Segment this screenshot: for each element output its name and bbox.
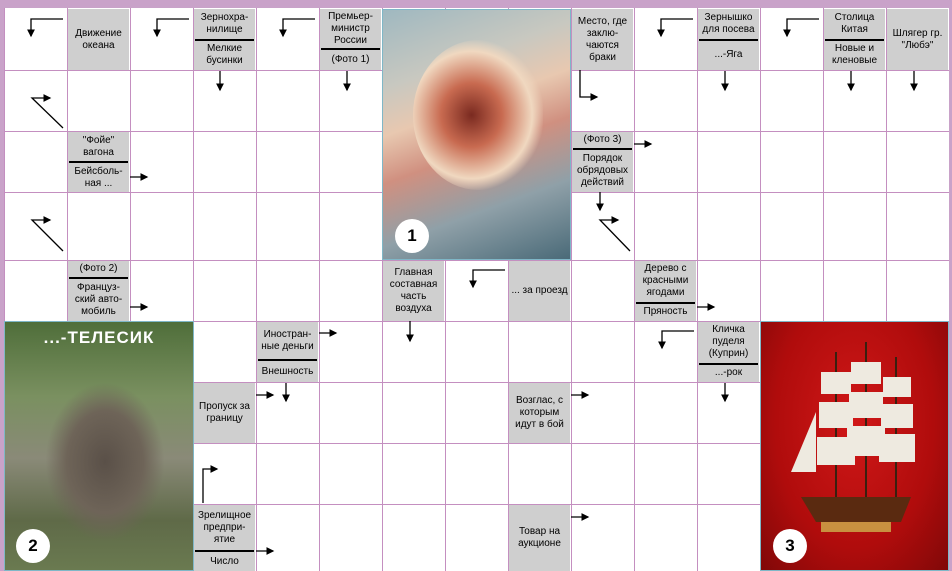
clue-text: Движение океана <box>75 27 122 51</box>
clue-text: Кличка пуделя (Куприн) <box>708 324 749 360</box>
clue-text: Новые и кленовые <box>831 43 878 67</box>
clue-auction-item[interactable]: Товар на аукционе <box>509 505 570 571</box>
divider <box>699 38 758 41</box>
divider <box>699 362 758 365</box>
photo-3-sailing-ship: 3 <box>760 321 949 571</box>
clue-text: Внешность <box>261 365 314 377</box>
photo-1-seashell: 1 <box>382 9 571 260</box>
clue-ritual-order[interactable]: (Фото 3) Порядок обрядовых действий <box>572 132 633 192</box>
divider <box>258 359 317 362</box>
clue-text: Пропуск за границу <box>199 401 250 424</box>
clue-prime-minister[interactable]: Премьер-министр России (Фото 1) <box>320 9 381 70</box>
photo-number-badge: 1 <box>395 219 429 253</box>
clue-text: Пряность <box>643 306 688 318</box>
divider <box>636 301 695 304</box>
clue-text: ...-Яга <box>714 49 743 61</box>
divider <box>69 161 128 163</box>
grid-line <box>4 382 949 383</box>
ship-icon <box>791 342 915 532</box>
clue-poodle-name[interactable]: Кличка пуделя (Куприн) ...-рок <box>698 322 759 382</box>
clue-red-berry-tree[interactable]: Дерево с красными ягодами Пряность <box>635 261 696 321</box>
clue-text: Порядок обрядовых действий <box>576 152 629 188</box>
divider <box>825 38 884 41</box>
photo-2-telesik-statue: ...-ТЕЛЕСИК 2 <box>4 321 194 571</box>
statue-shape <box>45 382 165 542</box>
clue-text: Дерево с красными ягодами <box>642 263 689 299</box>
clue-text: Возглас, с которым идут в бой <box>515 395 564 430</box>
clue-text: Столица Китая <box>834 11 875 35</box>
clue-text: Товар на аукционе <box>518 526 561 549</box>
divider <box>195 550 254 553</box>
clue-text: Место, где заклю-чаются браки <box>577 15 628 63</box>
clue-battle-cry[interactable]: Возглас, с которым идут в бой <box>509 383 570 443</box>
divider <box>573 147 632 150</box>
clue-text: Француз-ский авто-мобиль <box>74 281 123 317</box>
seashell-shape <box>413 40 543 190</box>
grid-line <box>4 321 949 322</box>
grid-line <box>4 260 949 261</box>
clue-marriage-place[interactable]: Место, где заклю-чаются браки <box>572 9 633 70</box>
divider <box>69 276 128 279</box>
photo-number-badge: 3 <box>773 529 807 563</box>
clue-text: (Фото 1) <box>331 54 370 66</box>
clue-text: ... за проезд <box>511 285 568 296</box>
clue-text: Шлягер гр. "Любэ" <box>892 27 943 51</box>
clue-text: "Фойе" вагона <box>82 134 115 158</box>
clue-text: Зернохра-нилище <box>200 11 249 35</box>
clue-text: Зрелищное предпри-ятие <box>197 509 252 545</box>
clue-text: Премьер-министр России <box>328 10 373 46</box>
clue-foreign-money[interactable]: Иностран-ные деньги Внешность <box>257 322 318 382</box>
clue-lube-hit[interactable]: Шлягер гр. "Любэ" <box>887 9 948 70</box>
clue-text: Мелкие бусинки <box>206 43 243 67</box>
divider <box>321 48 380 51</box>
divider <box>195 38 254 41</box>
clue-border-pass[interactable]: Пропуск за границу <box>194 383 255 443</box>
clue-text: Зернышко для посева <box>702 11 755 35</box>
grid-line <box>4 443 949 444</box>
clue-china-capital[interactable]: Столица Китая Новые и кленовые <box>824 9 885 70</box>
clue-wagon-foyer[interactable]: "Фойе" вагона Бейсболь-ная ... <box>68 132 129 192</box>
photo-caption: ...-ТЕЛЕСИК <box>43 328 155 347</box>
clue-text: Бейсболь-ная ... <box>74 165 123 189</box>
clue-text: (Фото 3) <box>583 133 622 145</box>
clue-text: Число <box>210 555 239 567</box>
grid-line <box>4 504 949 505</box>
clue-text: (Фото 2) <box>79 262 118 274</box>
clue-text: Главная составная часть воздуха <box>389 267 438 314</box>
clue-fare[interactable]: ... за проезд <box>509 261 570 321</box>
photo-number-badge: 2 <box>16 529 50 563</box>
clue-seed[interactable]: Зернышко для посева ...-Яга <box>698 9 759 70</box>
clue-text: Иностран-ные деньги <box>261 328 314 352</box>
clue-granary[interactable]: Зернохра-нилище Мелкие бусинки <box>194 9 255 70</box>
clue-text: ...-рок <box>714 367 743 379</box>
clue-air-component[interactable]: Главная составная часть воздуха <box>383 261 444 321</box>
clue-ocean-motion[interactable]: Движение океана <box>68 9 129 70</box>
clue-french-car[interactable]: (Фото 2) Француз-ский авто-мобиль <box>68 261 129 321</box>
clue-entertainment[interactable]: Зрелищное предпри-ятие Число <box>194 505 255 571</box>
